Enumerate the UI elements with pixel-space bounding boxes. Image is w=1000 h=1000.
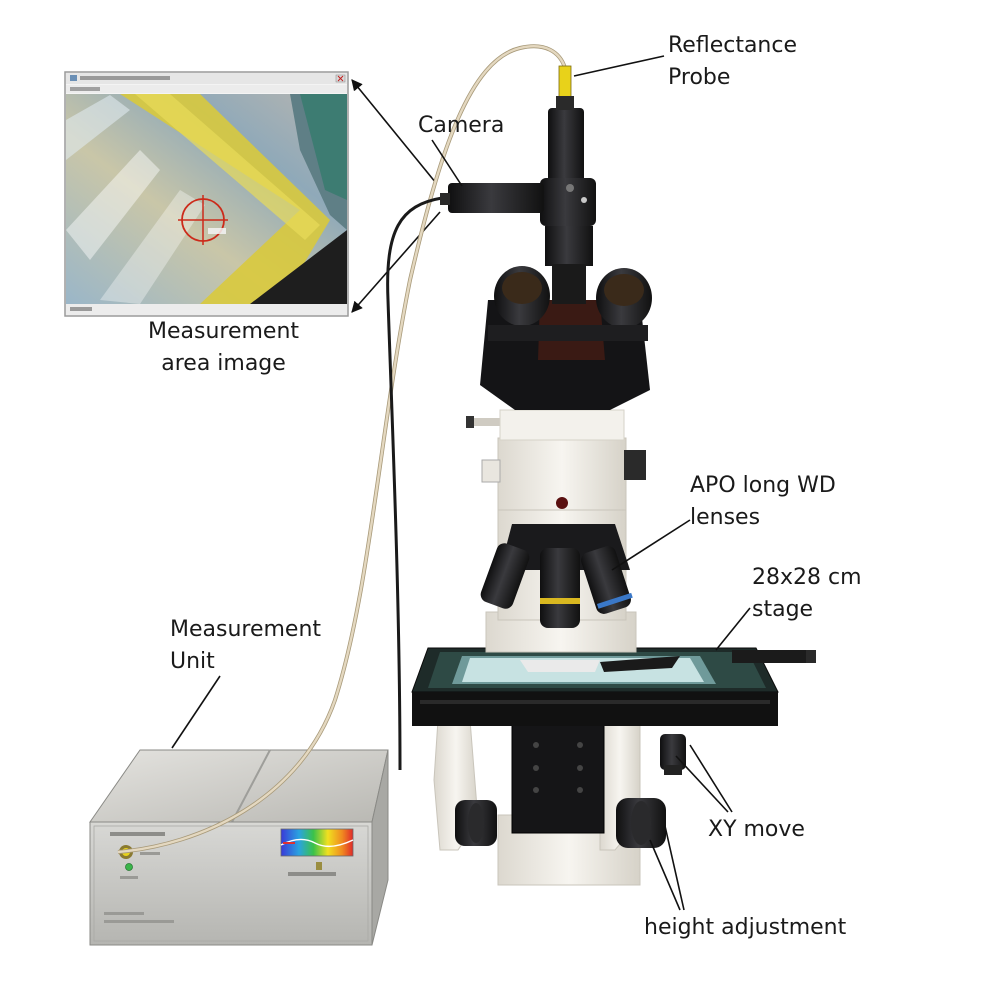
xy-leader-line-1 xyxy=(675,755,729,813)
window-icon xyxy=(70,75,77,81)
height-leader-line-1 xyxy=(649,839,681,911)
label-measurement-area-image-line2: area image xyxy=(161,351,286,376)
label-measurement-unit-line1: Measurement xyxy=(170,617,322,642)
label-measurement-area-image: Measurement area image xyxy=(148,316,299,380)
height-adjustment-knob-right xyxy=(616,798,666,848)
camera xyxy=(440,183,544,213)
measurement-area-image-window xyxy=(64,71,349,317)
label-measurement-area-image-line1: Measurement xyxy=(148,319,300,344)
unit-leader-line xyxy=(171,675,221,749)
label-height-adjustment: height adjustment xyxy=(644,915,847,940)
label-apo-lenses-line2: lenses xyxy=(690,505,761,530)
window-titlebar xyxy=(66,73,347,84)
stage-leader-line xyxy=(715,607,751,651)
label-apo-lenses-line1: APO long WD xyxy=(690,473,836,498)
probe-leader-line xyxy=(573,55,665,77)
label-apo-lenses: APO long WD lenses xyxy=(690,470,836,534)
label-xy-move: XY move xyxy=(708,817,805,842)
trinocular-tube xyxy=(548,108,584,198)
label-stage: 28x28 cm stage xyxy=(752,562,862,626)
apo-long-wd-lenses xyxy=(480,524,633,628)
stage xyxy=(411,647,816,726)
window-statusbar xyxy=(66,304,347,315)
label-reflectance-probe: Reflectance Probe xyxy=(668,30,797,94)
camera-cable xyxy=(386,196,443,771)
spectrum-logo-icon xyxy=(280,828,354,857)
height-adjustment-knob-left xyxy=(455,800,497,846)
binocular-head xyxy=(480,266,652,410)
xy-leader-line-2 xyxy=(689,744,733,813)
label-stage-line2: stage xyxy=(752,597,814,622)
label-reflectance-probe-line2: Probe xyxy=(668,65,731,90)
label-reflectance-probe-line1: Reflectance xyxy=(668,33,798,58)
camera-to-image-arrow-bottom xyxy=(351,211,441,313)
label-measurement-unit: Measurement Unit xyxy=(170,614,321,678)
microscope xyxy=(411,65,816,886)
lenses-leader-line xyxy=(611,519,691,571)
camera-leader-line xyxy=(431,139,463,187)
label-measurement-unit-line2: Unit xyxy=(170,649,215,674)
height-leader-line-2 xyxy=(664,825,685,911)
label-camera: Camera xyxy=(418,113,505,138)
power-led xyxy=(125,863,133,871)
fiber-cable xyxy=(117,45,567,854)
label-stage-line1: 28x28 cm xyxy=(752,565,862,590)
xy-move-knob xyxy=(660,734,686,775)
crosshair-icon xyxy=(178,195,228,245)
measurement-unit-box xyxy=(89,749,389,946)
window-close-icon[interactable] xyxy=(335,74,346,83)
camera-to-image-arrow-top xyxy=(351,79,437,184)
reflectance-probe xyxy=(556,65,574,110)
